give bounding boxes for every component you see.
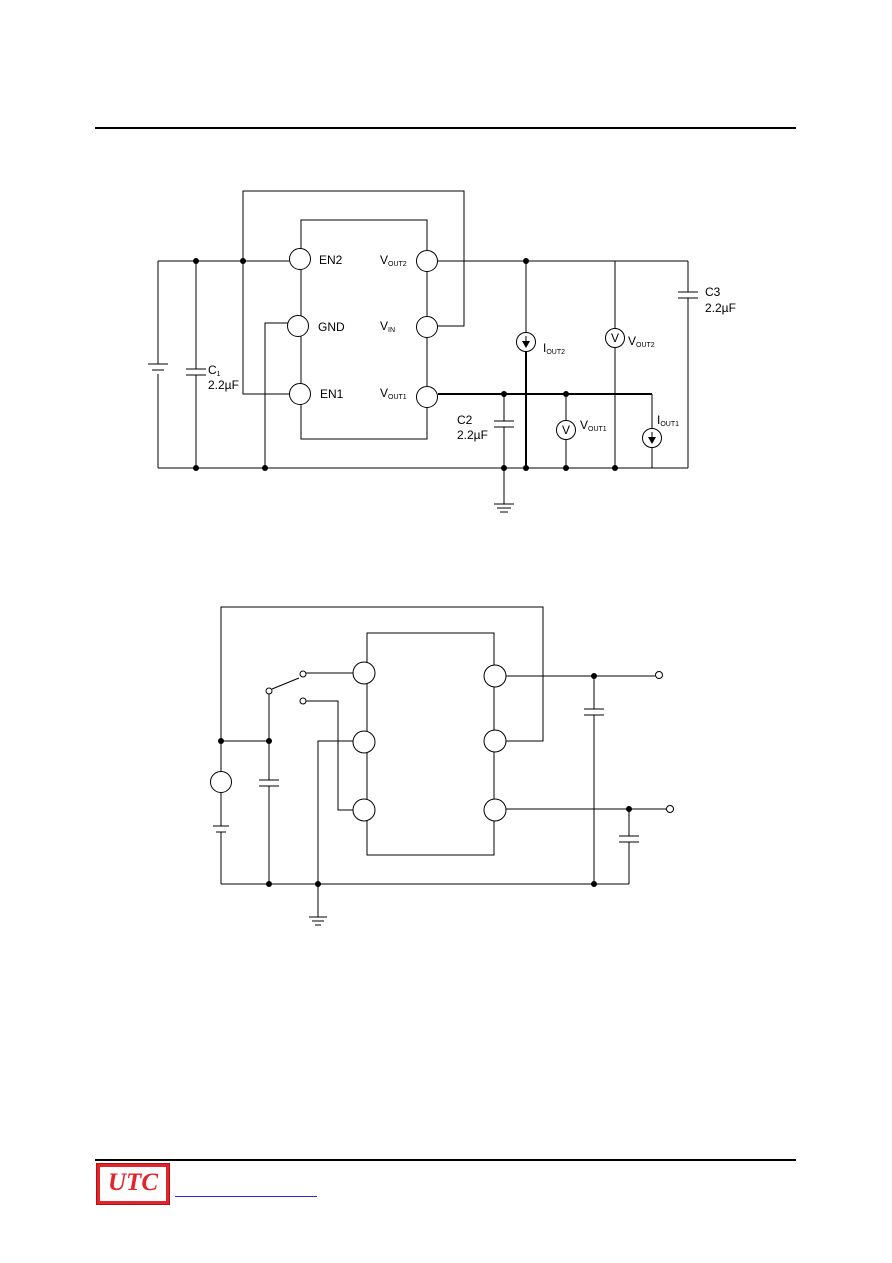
switch-contact-2 (299, 697, 307, 705)
pin2-en1 (352, 798, 376, 822)
label-vin-pin: VIN (380, 319, 395, 334)
application-circuit-2 (213, 606, 666, 926)
en1-wire (242, 261, 289, 395)
switch-pivot (265, 687, 273, 695)
ic-body-2 (366, 632, 495, 856)
vout2-meter-symbol: V (611, 331, 619, 345)
pin-vin (416, 316, 438, 338)
pin-en2 (289, 248, 311, 270)
vout1-meter-symbol: V (562, 423, 570, 437)
junctions-2 (218, 673, 632, 887)
label-gnd: GND (318, 320, 345, 334)
top-rule (95, 127, 796, 129)
vin-loop-wire-2 (220, 606, 544, 742)
switch-contact-1 (299, 670, 307, 678)
label-c3: C3 (705, 285, 721, 299)
junctions-1 (193, 258, 618, 471)
pin-vout1 (416, 386, 438, 408)
utc-logo: UTC (96, 1163, 170, 1205)
label-c3-value: 2.2µF (705, 301, 736, 315)
output-terminal-2 (666, 805, 674, 813)
input-source (210, 771, 232, 793)
label-vout1-pin: VOUT1 (380, 386, 407, 401)
enable-switch (271, 677, 300, 690)
pin-en1 (289, 383, 311, 405)
iout1-arrow-icon (648, 437, 656, 444)
footer-link[interactable] (175, 1196, 317, 1197)
label-vout2-pin: VOUT2 (380, 253, 407, 268)
bottom-rule (95, 1159, 796, 1161)
label-vout1-meter: VOUT1 (580, 418, 607, 433)
pin2-en2 (352, 661, 376, 685)
label-en1: EN1 (320, 387, 344, 401)
label-vout2-meter: VOUT2 (628, 334, 655, 349)
label-c1-value: 2.2µF (208, 378, 239, 392)
label-c2-value: 2.2µF (457, 428, 488, 442)
pin-gnd (287, 315, 309, 337)
label-c2: C2 (457, 413, 473, 427)
label-en2: EN2 (319, 253, 343, 267)
vout1-meter (556, 420, 576, 440)
pin2-vin (483, 729, 507, 753)
label-iout2: IOUT2 (543, 341, 565, 356)
output-terminal-1 (655, 671, 663, 679)
test-circuit-1 (148, 190, 698, 513)
vin-loop-wire (242, 190, 465, 327)
gnd-wire (264, 322, 288, 468)
pin2-gnd (352, 730, 376, 754)
pin2-vout2 (483, 664, 507, 688)
utc-logo-text: UTC (108, 1169, 158, 1196)
pin2-vout1 (483, 798, 507, 822)
label-c1: C1 (208, 363, 221, 378)
label-iout1: IOUT1 (657, 413, 679, 428)
iout2-arrow-icon (522, 341, 530, 348)
pin-vout2 (416, 250, 438, 272)
vout2-meter (605, 328, 625, 348)
